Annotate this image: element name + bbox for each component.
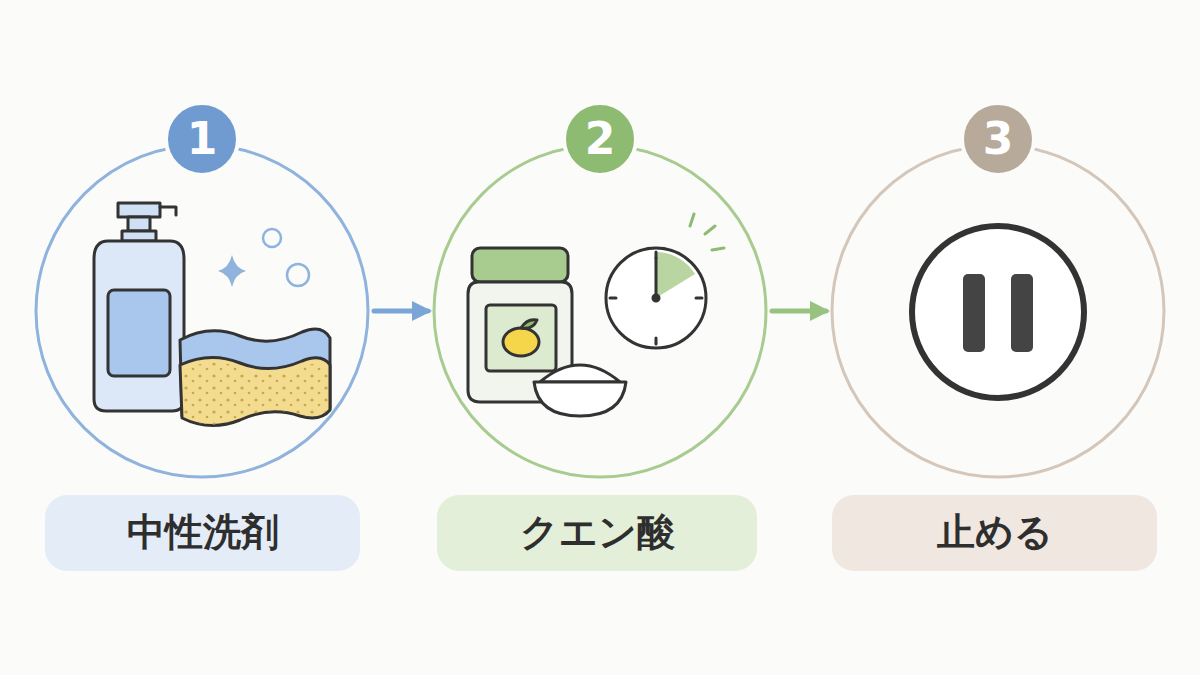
flow-arrow [374,309,428,314]
step-label-box: 中性洗剤 [45,495,360,571]
circle-ring [434,145,766,477]
step-circle: 3 [830,143,1166,479]
step-circle: 2 [432,143,768,479]
motion-lines [690,214,724,250]
step-label: 止める [937,512,1053,554]
pause-icon [912,226,1084,398]
bubbles [263,229,309,286]
step-label: クエン酸 [520,512,675,554]
step-label-box: クエン酸 [437,495,757,571]
step-label: 中性洗剤 [127,512,279,554]
step-label-box: 止める [832,495,1157,571]
circle-ring [36,145,368,477]
step-number: 1 [164,101,240,177]
step-number: 3 [960,101,1036,177]
step-number: 2 [562,101,638,177]
circle-outline [830,143,1166,479]
flow-arrow [772,309,826,314]
step-circle: 1 [34,143,370,479]
circle-outline [432,143,768,479]
circle-outline [34,143,370,479]
sparkle [218,255,246,287]
detergent-icon [94,203,330,426]
circle-ring [832,145,1164,477]
citric-acid-icon [468,248,706,416]
